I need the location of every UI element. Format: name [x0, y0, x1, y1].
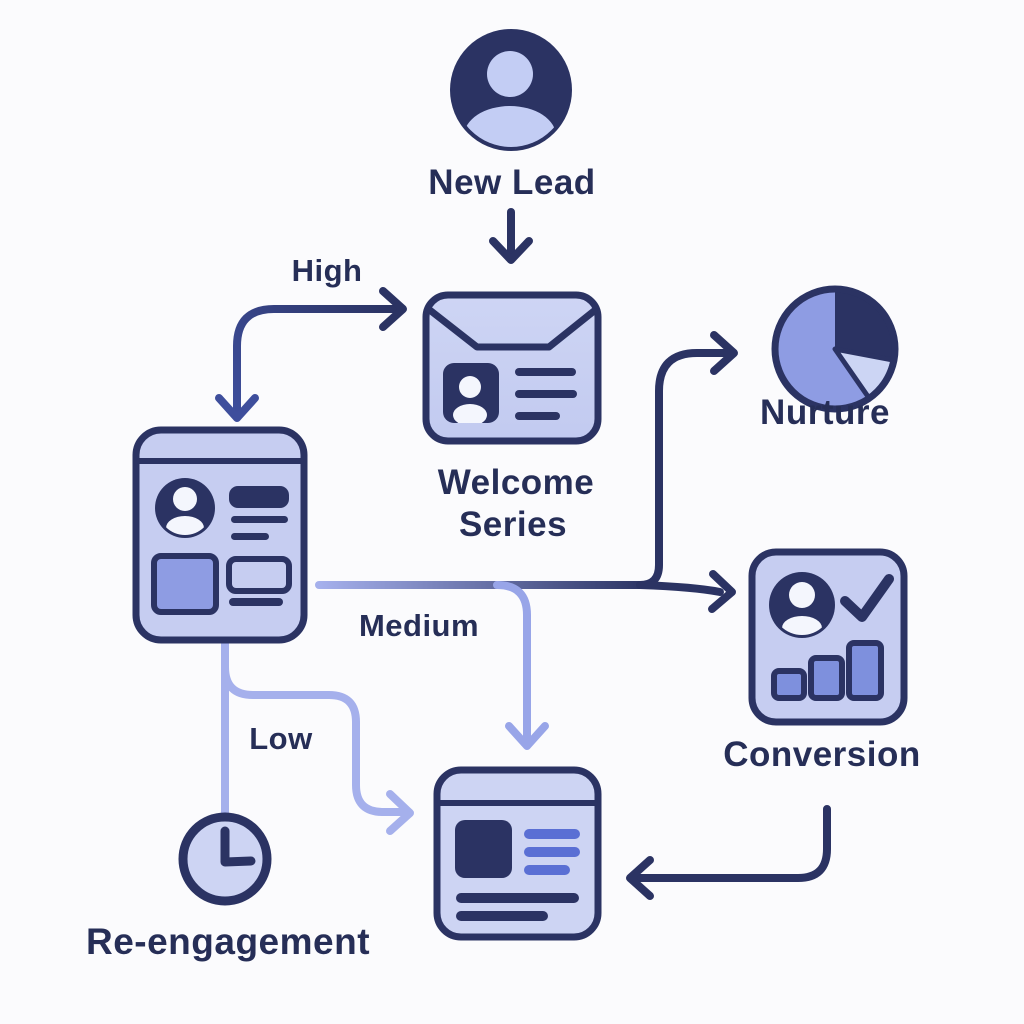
clock-hands: [220, 826, 256, 867]
checkmark-icon: [840, 574, 894, 622]
profile-check-bars-icon: [748, 548, 908, 726]
edge-to-conversion: [636, 581, 724, 596]
pie-chart-icon: [771, 285, 899, 413]
edge-low-branch: [221, 639, 414, 835]
arrowhead-right-icon: [386, 790, 414, 835]
edge-medium-to-document: [493, 581, 531, 744]
edge-conversion-to-document: [626, 805, 831, 900]
new-lead-label: New Lead: [428, 163, 595, 202]
person-avatar-icon: [450, 29, 572, 151]
envelope-flap: [427, 307, 598, 351]
card-text-lines: [229, 486, 289, 540]
clock-icon: [178, 812, 272, 906]
nurture-label: Nurture: [760, 393, 890, 432]
arrowhead-right-icon: [708, 570, 736, 613]
edge-low-label: Low: [249, 721, 313, 756]
edge-medium-branch: [315, 331, 738, 750]
card-image-placeholder: [151, 553, 219, 615]
document-accent-lines: [524, 829, 580, 875]
arrowhead-down-icon: [215, 394, 259, 422]
edge-to-nurture: [636, 349, 732, 589]
arrowhead-down-icon: [489, 237, 533, 264]
pie-slice-dark: [835, 289, 896, 360]
document-text-lines: [456, 893, 579, 921]
edge-high-split: [215, 287, 407, 422]
welcome-series-label-line1: Welcome: [438, 463, 595, 502]
edge-medium-label: Medium: [359, 608, 479, 643]
re-engagement-label: Re-engagement: [86, 921, 370, 962]
arrowhead-down-icon: [505, 722, 549, 750]
arrowhead-right-icon: [710, 331, 738, 375]
document-image-block: [455, 820, 512, 878]
article-document-icon: [433, 766, 602, 941]
lead-profile-card-icon: [132, 426, 308, 644]
arrowhead-left-icon: [626, 856, 654, 900]
envelope-contact-icon: [422, 291, 602, 445]
card-field-outline: [226, 556, 292, 594]
arrowhead-right-icon: [379, 287, 407, 331]
edge-new-lead-to-welcome: [489, 208, 533, 264]
edge-low-to-document: [221, 663, 407, 816]
conversion-label: Conversion: [723, 735, 921, 774]
welcome-series-label-line2: Series: [459, 505, 567, 544]
card-text-line: [229, 598, 283, 606]
envelope-text-lines: [515, 368, 577, 420]
bar-chart-bars: [771, 640, 884, 701]
edge-high-label: High: [292, 253, 363, 288]
